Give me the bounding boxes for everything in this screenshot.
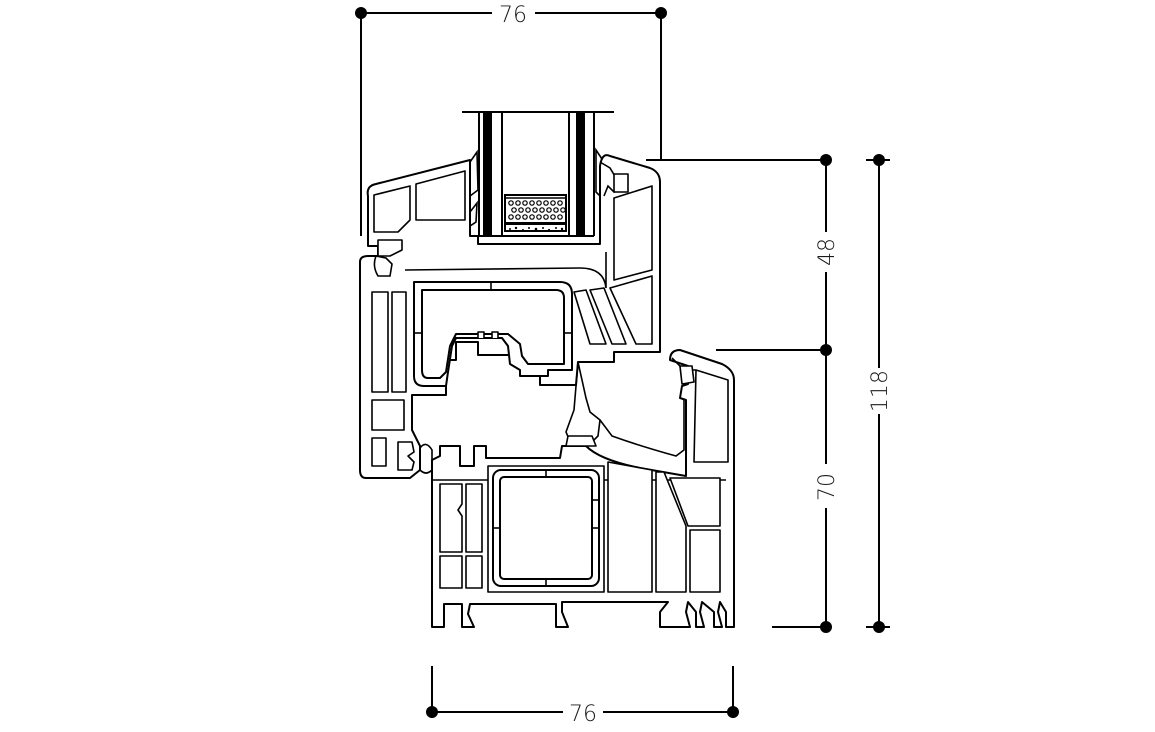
frame-profile: [431, 349, 735, 628]
dimension-sash-frame-heights: 48 70: [646, 154, 840, 633]
sash-reinforcement: [413, 281, 573, 387]
dimension-label-48: 48: [815, 238, 840, 266]
dimension-bottom-width: 76: [426, 666, 739, 727]
dimension-label-bottom: 76: [569, 702, 597, 727]
dimension-top-width: 76: [355, 3, 667, 236]
sash-profile: [359, 154, 661, 479]
dimension-label-70: 70: [815, 473, 840, 501]
glazing-unit: [462, 111, 614, 237]
dimension-total-height: 118: [866, 154, 893, 633]
dimension-label-118: 118: [868, 370, 893, 412]
dimension-label-top: 76: [499, 3, 527, 28]
spacer-desiccant: [504, 194, 567, 232]
frame-reinforcement: [487, 465, 605, 593]
